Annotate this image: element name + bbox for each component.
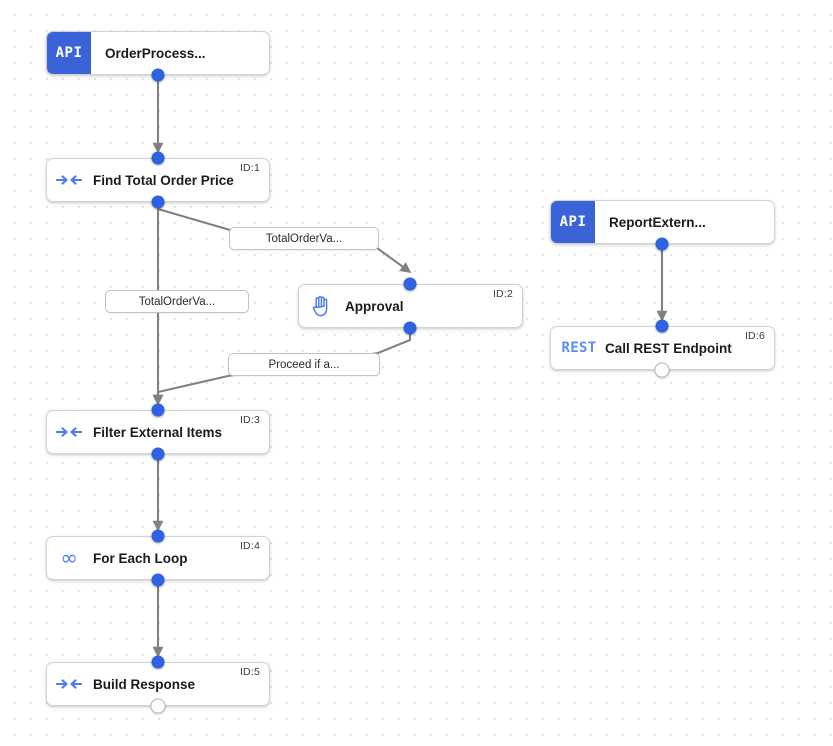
api-badge-label: API: [559, 214, 587, 230]
hand-icon: [299, 295, 343, 317]
in-port-approval[interactable]: [403, 277, 417, 291]
in-port-find-total-order-price[interactable]: [151, 151, 165, 165]
node-inner: Approval: [299, 285, 522, 327]
in-port-filter-external-items[interactable]: [151, 403, 165, 417]
merge-arrows-icon: [47, 424, 91, 440]
edge-label-label-proceed-if-a[interactable]: Proceed if a...: [228, 353, 380, 376]
node-order-process[interactable]: API OrderProcess...: [46, 31, 270, 75]
in-port-for-each-loop[interactable]: [151, 529, 165, 543]
out-port-find-total-order-price[interactable]: [151, 195, 165, 209]
node-title: Build Response: [93, 676, 196, 692]
merge-arrows-icon: [47, 172, 91, 188]
node-inner: Filter External Items: [47, 411, 269, 453]
edge-label-label-total-order-va-2[interactable]: TotalOrderVa...: [105, 290, 249, 313]
node-id-label: ID:3: [239, 414, 260, 426]
node-title: Filter External Items: [93, 424, 223, 440]
out-port-call-rest-endpoint[interactable]: [654, 362, 670, 378]
node-approval[interactable]: Approval ID:2: [298, 284, 523, 328]
node-title: Call REST Endpoint: [605, 340, 732, 356]
node-report-extern[interactable]: API ReportExtern...: [550, 200, 775, 244]
node-id-label: ID:6: [744, 330, 765, 342]
node-inner: Find Total Order Price: [47, 159, 269, 201]
api-badge-label: API: [55, 45, 83, 61]
node-id-label: ID:2: [492, 288, 513, 300]
api-badge-icon: API: [47, 32, 91, 74]
node-inner: API OrderProcess...: [47, 32, 269, 74]
node-id-label: ID:1: [239, 162, 260, 174]
rest-badge-icon: REST: [555, 340, 603, 356]
node-title: ReportExtern...: [609, 214, 706, 230]
node-inner: API ReportExtern...: [551, 201, 774, 243]
in-port-build-response[interactable]: [151, 655, 165, 669]
merge-arrows-icon: [47, 676, 91, 692]
node-title: Approval: [345, 298, 404, 314]
out-port-build-response[interactable]: [150, 698, 166, 714]
node-id-label: ID:4: [239, 540, 260, 552]
out-port-report-extern[interactable]: [655, 237, 669, 251]
node-inner: ∞ For Each Loop: [47, 537, 269, 579]
out-port-approval[interactable]: [403, 321, 417, 335]
out-port-order-process[interactable]: [151, 68, 165, 82]
out-port-for-each-loop[interactable]: [151, 573, 165, 587]
node-id-label: ID:5: [239, 666, 260, 678]
node-title: Find Total Order Price: [93, 172, 234, 188]
node-filter-external-items[interactable]: Filter External Items ID:3: [46, 410, 270, 454]
node-inner: Build Response: [47, 663, 269, 705]
node-title: For Each Loop: [93, 550, 188, 566]
edge-label-label-total-order-va-1[interactable]: TotalOrderVa...: [229, 227, 379, 250]
rest-badge-label: REST: [561, 340, 597, 356]
node-inner: REST Call REST Endpoint: [551, 327, 774, 369]
infinity-icon: ∞: [60, 545, 78, 570]
out-port-filter-external-items[interactable]: [151, 447, 165, 461]
in-port-call-rest-endpoint[interactable]: [655, 319, 669, 333]
api-badge-icon: API: [551, 201, 595, 243]
node-for-each-loop[interactable]: ∞ For Each Loop ID:4: [46, 536, 270, 580]
node-title: OrderProcess...: [105, 45, 206, 61]
